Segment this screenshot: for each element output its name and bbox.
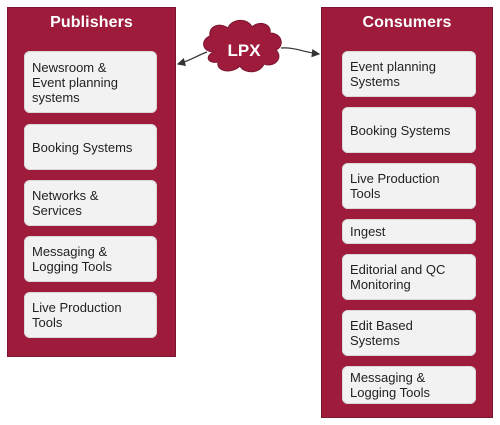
publisher-item-newsroom: Newsroom & Event planning systems [24, 51, 157, 113]
consumer-item-event-planning: Event planning Systems [342, 51, 476, 97]
publishers-title: Publishers [50, 14, 133, 31]
consumer-item-editorial-qc: Editorial and QC Monitoring [342, 254, 476, 300]
connector-to-publishers [176, 51, 208, 67]
publisher-item-live-production: Live Production Tools [24, 292, 157, 338]
hub-label: LPX [227, 41, 261, 60]
publisher-item-networks: Networks & Services [24, 180, 157, 226]
consumers-title: Consumers [362, 14, 452, 31]
consumer-item-live-production: Live Production Tools [342, 163, 476, 209]
consumer-item-edit-based: Edit Based Systems [342, 310, 476, 356]
consumer-item-ingest: Ingest [342, 219, 476, 244]
connector-to-consumers [280, 47, 321, 58]
consumer-item-booking: Booking Systems [342, 107, 476, 153]
consumer-item-messaging: Messaging & Logging Tools [342, 366, 476, 404]
publishers-panel: Publishers Newsroom & Event planning sys… [7, 7, 176, 357]
publisher-item-booking: Booking Systems [24, 124, 157, 170]
consumers-panel: Consumers Event planning Systems Booking… [321, 7, 493, 418]
publisher-item-messaging: Messaging & Logging Tools [24, 236, 157, 282]
